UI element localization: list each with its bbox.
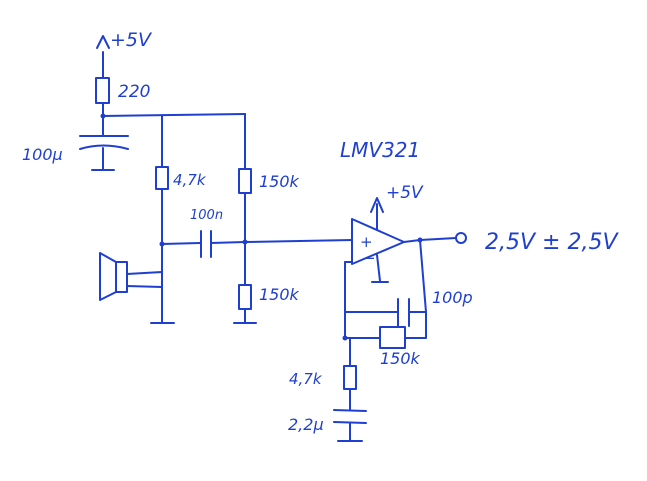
opamp-minus-sign: − (363, 249, 376, 267)
resistor-150k-bottom-label: 150k (259, 285, 300, 304)
opamp-symbol (351, 218, 405, 265)
resistor-150k-top-label: 150k (259, 172, 300, 191)
opamp-plus-sign: + (360, 233, 373, 251)
divider-branch: 150k 150k (233, 113, 353, 324)
opamp-supply-label: +5V (386, 183, 424, 203)
cap-2u2-label: 2,2μ (288, 415, 324, 434)
supply-branch: +5V 220 100μ (22, 29, 246, 171)
cap-100u-bottom-plate (79, 144, 129, 150)
resistor-150k-feedback-label: 150k (380, 349, 421, 368)
resistor-220 (95, 77, 110, 104)
supply-top-label: +5V (110, 29, 153, 51)
output-label: 2,5V ± 2,5V (485, 230, 619, 255)
opamp-name-label: LMV321 (340, 138, 420, 162)
output-terminal (455, 232, 467, 244)
resistor-150k-top (238, 168, 252, 194)
resistor-4k7-gain (343, 365, 357, 390)
resistor-4k7-mic-label: 4,7k (173, 171, 207, 189)
resistor-150k-bottom (238, 284, 252, 310)
resistor-150k-feedback (379, 326, 406, 349)
cap-100p-label: 100p (432, 288, 473, 307)
opamp-section: LMV321 + − +5V 2,5V ± 2,5V 100p 150k 4,7… (288, 138, 619, 442)
resistor-4k7-gain-label: 4,7k (289, 370, 323, 388)
resistor-4k7-mic (155, 166, 169, 190)
cap-2u2-top-plate (333, 409, 367, 412)
resistor-220-label: 220 (118, 82, 150, 102)
cap-100n-label: 100n (190, 208, 223, 223)
microphone-icon (115, 261, 128, 293)
mic-bias-branch: 4,7k 100n (99, 115, 246, 324)
cap-100u-label: 100μ (22, 145, 63, 164)
